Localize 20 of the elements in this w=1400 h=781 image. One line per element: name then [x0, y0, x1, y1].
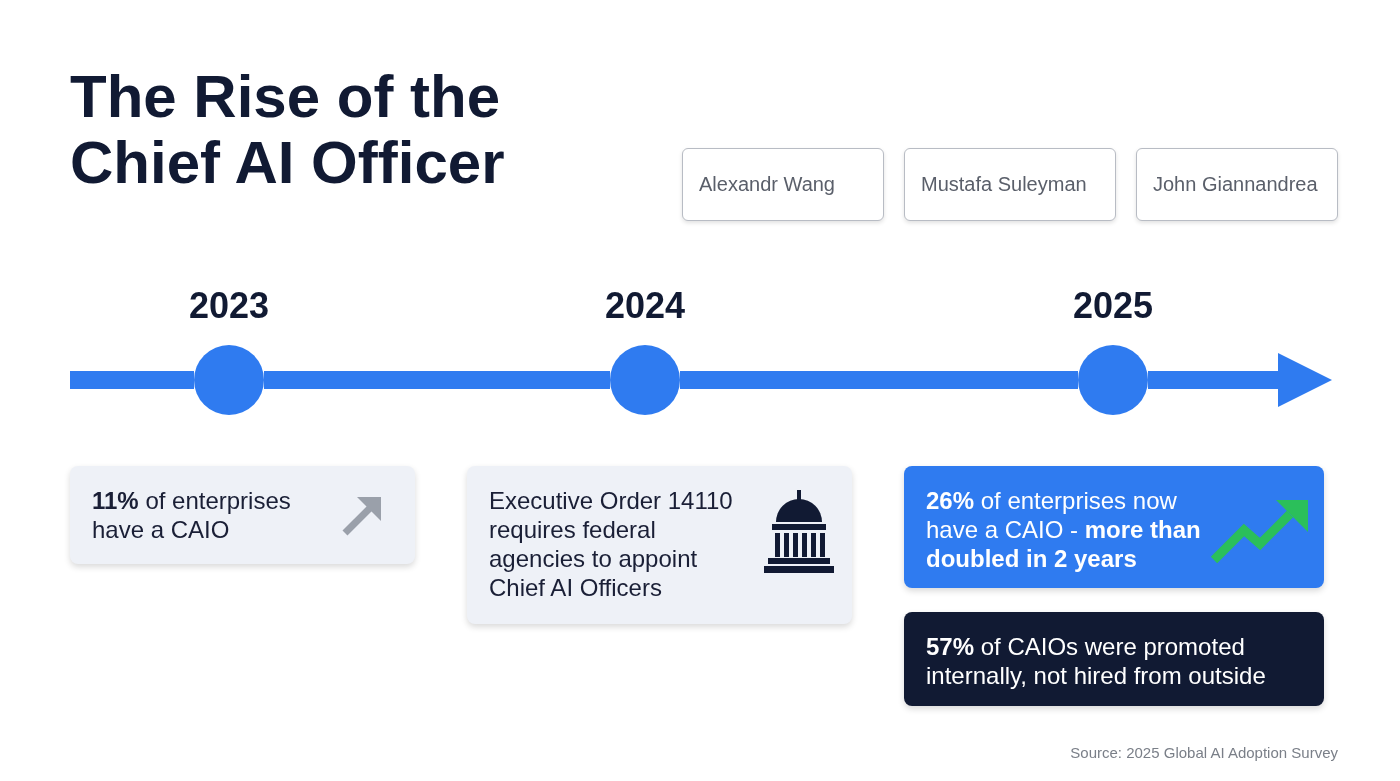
name-card: John Giannandrea — [1136, 148, 1338, 221]
timeline-line — [70, 371, 194, 389]
info-card — [904, 466, 1324, 588]
name-card: Alexandr Wang — [682, 148, 884, 221]
name-card: Mustafa Suleyman — [904, 148, 1116, 221]
info-card — [904, 612, 1324, 706]
timeline-line — [1148, 353, 1332, 407]
card-text: 26% of enterprises now have a CAIO - more than doubled in 2 years — [926, 486, 1202, 573]
year-label: 2023 — [187, 285, 271, 327]
card-text: 11% of enterprises have a CAIO — [92, 486, 292, 544]
card-text: Executive Order 14110 requires federal agencies to appoint Chief AI Officers — [489, 486, 734, 602]
title: The Rise of the Chief AI Officer — [70, 64, 506, 196]
card-text: 57% of CAIOs were promoted internally, not hired from outside — [926, 632, 1267, 690]
timeline-line — [680, 371, 1078, 389]
source-note: Source: 2025 Global AI Adoption Survey — [1070, 744, 1338, 761]
year-label: 2024 — [603, 285, 687, 327]
year-label: 2025 — [1071, 285, 1155, 327]
info-card — [70, 466, 415, 564]
timeline-line — [264, 371, 610, 389]
info-card — [467, 466, 852, 624]
